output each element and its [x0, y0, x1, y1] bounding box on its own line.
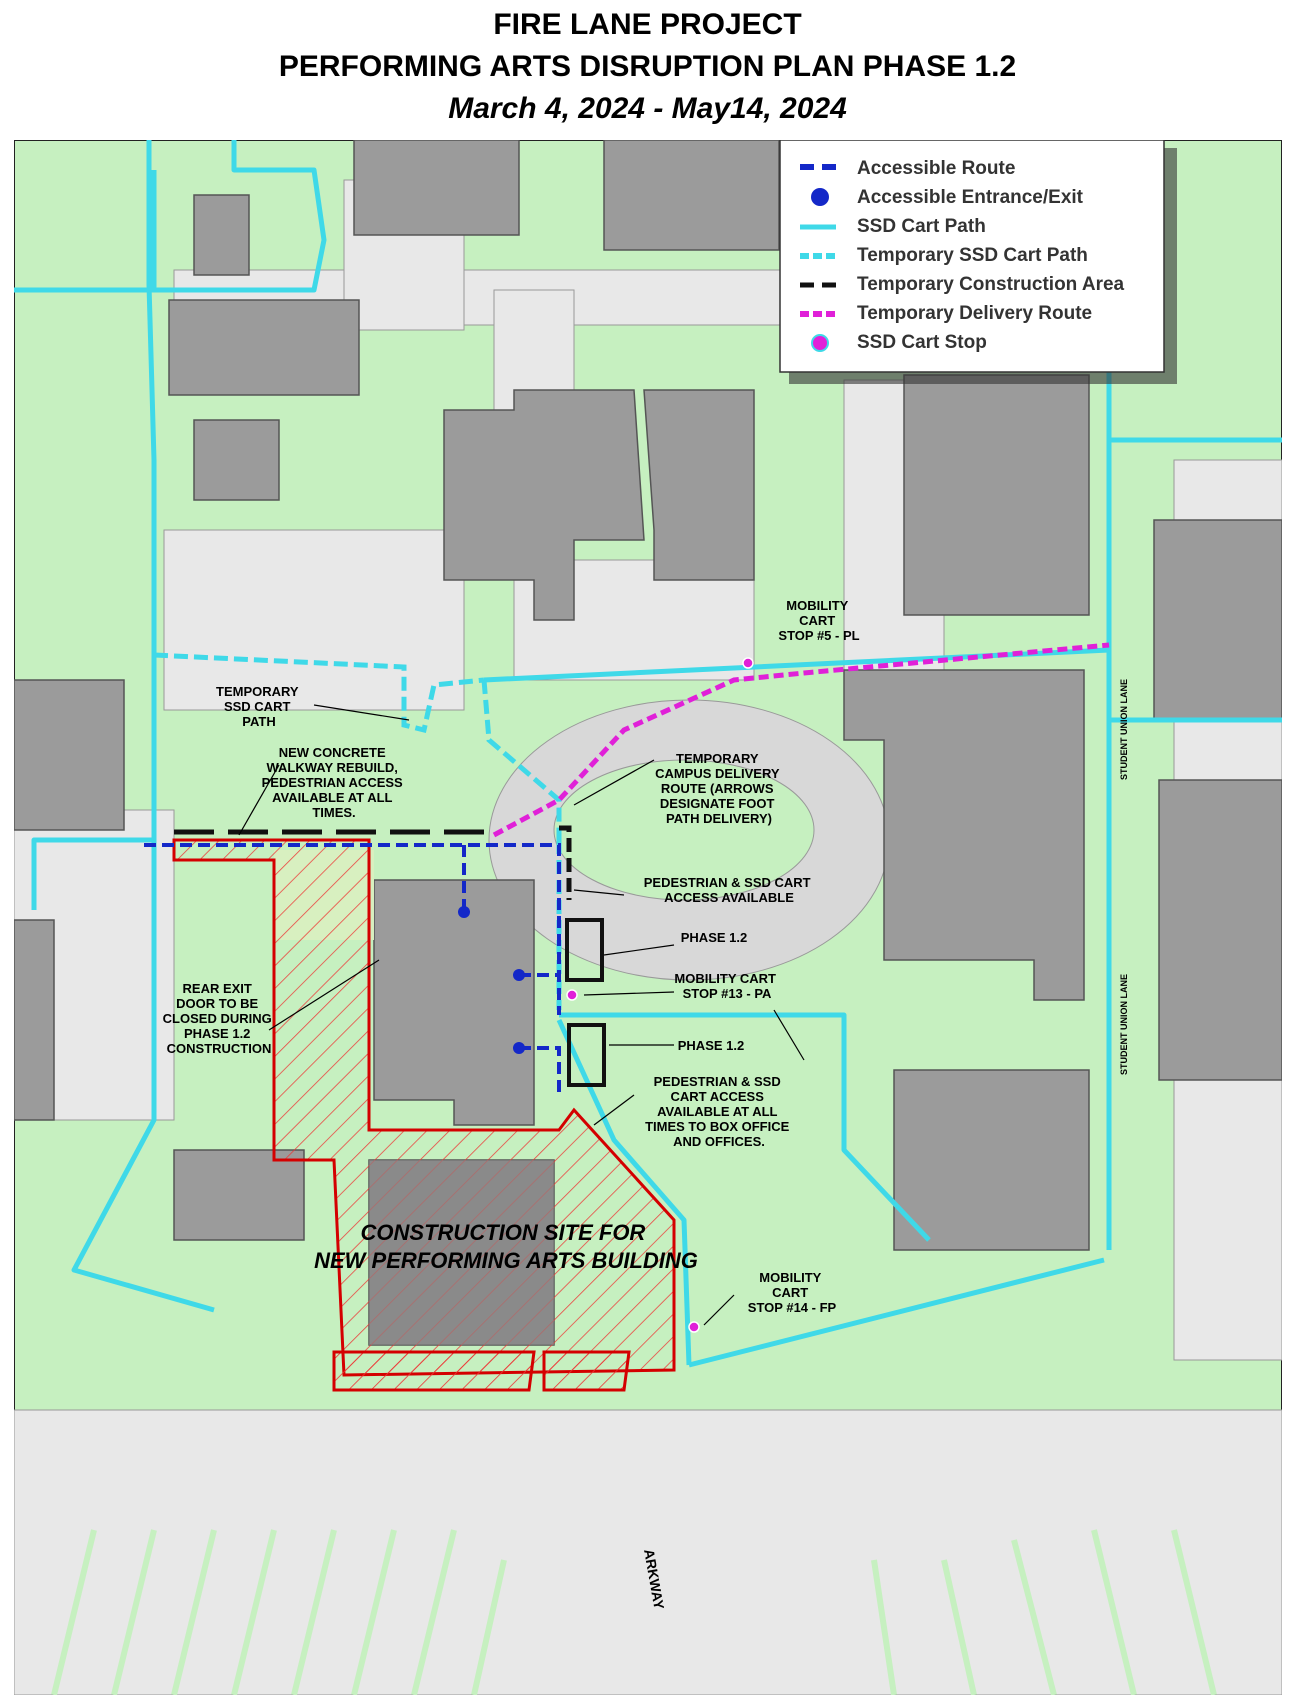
construction-area: [172, 838, 676, 1392]
accessible-entrance-dot: [458, 906, 470, 918]
legend-item: Accessible Entrance/Exit: [857, 187, 1084, 208]
phase-label: PHASE 1.2: [678, 1038, 744, 1053]
hardscape: [14, 179, 1282, 1695]
legend: Accessible Route Accessible Entrance/Exi…: [779, 140, 1177, 384]
leader-lines: [238, 704, 805, 1326]
delivery-route-label: TEMPORARY CAMPUS DELIVERY ROUTE (ARROWS …: [655, 751, 783, 826]
legend-item: SSD Cart Path: [857, 216, 986, 237]
walkway-label: NEW CONCRETE WALKWAY REBUILD, PEDESTRIAN…: [262, 745, 407, 820]
parking-lots: [51, 1529, 1217, 1695]
road-label: STUDENT UNION LANE: [1119, 679, 1129, 780]
box-office-label: PEDESTRIAN & SSD CART ACCESS AVAILABLE A…: [645, 1074, 793, 1149]
ped-access-label: PEDESTRIAN & SSD CART ACCESS AVAILABLE: [644, 875, 814, 905]
accessible-entrances: [458, 906, 525, 1054]
accessible-entrance-dot: [513, 1042, 525, 1054]
title-dates: March 4, 2024 - May14, 2024: [448, 92, 847, 125]
cart-stop-5: [742, 657, 754, 669]
legend-item: Temporary Construction Area: [857, 274, 1125, 295]
cart-stop-13: [566, 989, 578, 1001]
mobility-stop-13-label: MOBILITY CART STOP #13 - PA: [674, 971, 779, 1001]
cart-stops: [566, 657, 754, 1333]
road-label: STUDENT UNION LANE: [1119, 974, 1129, 1075]
temp-construction-line: [174, 825, 606, 1087]
accessible-entrance-dot: [513, 969, 525, 981]
construction-site-label: CONSTRUCTION SITE FOR NEW PERFORMING ART…: [314, 1220, 698, 1273]
title-line-1: FIRE LANE PROJECT: [493, 8, 802, 41]
campus-map: Accessible Route Accessible Entrance/Exi…: [14, 140, 1282, 1695]
mobility-stop-14-label: MOBILITY CART STOP #14 - FP: [748, 1270, 837, 1315]
legend-item: Temporary SSD Cart Path: [857, 245, 1088, 266]
legend-item: Temporary Delivery Route: [857, 303, 1092, 324]
title-line-2: PERFORMING ARTS DISRUPTION PLAN PHASE 1.…: [278, 50, 1017, 83]
mobility-stop-5-label: MOBILITY CART STOP #5 - PL: [778, 598, 859, 643]
annotations: MOBILITY CART STOP #5 - PL TEMPORARY SSD…: [163, 598, 860, 1315]
rear-exit-label: REAR EXIT DOOR TO BE CLOSED DURING PHASE…: [163, 981, 276, 1056]
legend-item: SSD Cart Stop: [857, 332, 987, 353]
phase-label: PHASE 1.2: [681, 930, 747, 945]
legend-item: Accessible Route: [857, 158, 1015, 179]
temp-delivery-route: [492, 642, 1110, 838]
temp-cart-path-label: TEMPORARY SSD CART PATH: [216, 684, 302, 729]
cart-stop-14: [688, 1321, 700, 1333]
accessible-route: [144, 843, 561, 1095]
